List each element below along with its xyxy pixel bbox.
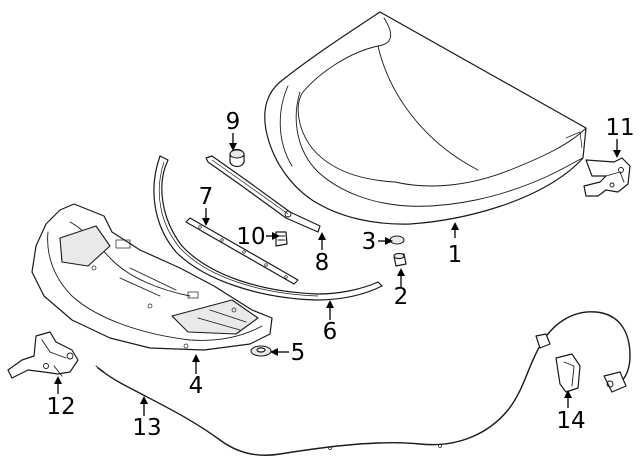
- callout-3: 3: [362, 229, 377, 255]
- callout-9: 9: [226, 109, 241, 135]
- callout-13: 13: [132, 415, 161, 441]
- hood-adjuster[interactable]: [393, 252, 407, 267]
- release-handle[interactable]: [555, 353, 581, 393]
- leader-lines: [54, 133, 621, 416]
- callout-11: 11: [605, 115, 634, 141]
- callout-6: 6: [323, 319, 338, 345]
- callout-8: 8: [315, 250, 330, 276]
- release-cable[interactable]: [95, 311, 631, 456]
- hood-plug[interactable]: [389, 235, 405, 245]
- callout-7: 7: [199, 184, 214, 210]
- front-weatherstrip[interactable]: [153, 155, 383, 301]
- grommet[interactable]: [250, 345, 272, 357]
- hood-insulator-pad[interactable]: [31, 203, 273, 351]
- callout-numbers: 1 2 3 4 5 6 7 8 9 10 11 12 13 14: [46, 109, 634, 441]
- hood-panel[interactable]: [264, 11, 587, 225]
- callout-5: 5: [291, 340, 306, 366]
- retainer-clip[interactable]: [275, 231, 288, 247]
- hood-seal-strip[interactable]: [205, 155, 321, 233]
- callout-4: 4: [189, 373, 204, 399]
- callout-1: 1: [448, 242, 463, 268]
- callout-12: 12: [46, 394, 75, 420]
- hood-latch[interactable]: [7, 331, 79, 379]
- callout-10: 10: [236, 224, 265, 250]
- callout-14: 14: [556, 408, 585, 434]
- hood-bumper[interactable]: [229, 148, 245, 168]
- callout-2: 2: [394, 284, 409, 310]
- hood-trim-strip[interactable]: [185, 217, 299, 285]
- hood-hinge[interactable]: [583, 157, 631, 197]
